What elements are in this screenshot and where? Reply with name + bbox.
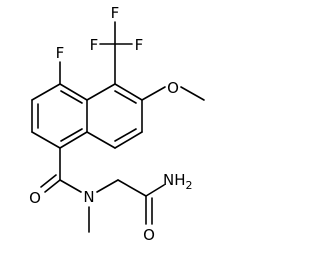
double-bond-c4a-c4: [60, 90, 83, 104]
fluoro-substituent: F: [56, 44, 65, 85]
double-bond-c5-c6: [114, 90, 137, 104]
atom-o-methoxy: O: [167, 79, 179, 97]
bond-c8-c8a: [86, 131, 116, 149]
double-bond-c1-c8a: [60, 128, 83, 142]
atom-nh2: NH2: [163, 171, 193, 192]
naphthalene-right-ring: [86, 83, 143, 149]
atom-o-amide: O: [29, 189, 41, 207]
atom-f-cf3-left: F: [90, 36, 99, 54]
bond-c4a-c5: [86, 83, 116, 101]
bond-ccarbonyl-o: [44, 179, 61, 193]
trifluoromethyl-group: F F F: [90, 4, 144, 85]
atom-n-amide: N: [83, 188, 94, 206]
bond-c4-c3: [31, 83, 61, 101]
atom-nh2-subscript: 2: [186, 179, 193, 192]
chemical-structure-diagram: F F F F O O N NH2 O: [29, 4, 205, 244]
bond-c5-c6: [114, 83, 143, 101]
bond-n-ch2: [96, 179, 119, 193]
atom-f-aryl: F: [56, 44, 65, 62]
amide-linkage: O N: [29, 147, 95, 233]
glycinamide-chain: NH2 O: [96, 171, 193, 244]
bond-c7-c8: [114, 131, 143, 149]
bond-camide-nh2: [145, 184, 165, 197]
bond-c4a-c4: [59, 83, 88, 101]
atom-f-cf3-right: F: [135, 36, 144, 54]
bond-c1-c8a: [59, 131, 88, 149]
double-bond-ccarbonyl-o: [40, 174, 57, 188]
bond-c6-o: [141, 86, 166, 101]
bond-c2-c1: [31, 131, 61, 149]
bond-ccarbonyl-n: [59, 179, 82, 193]
atom-nh2-main: NH: [163, 171, 186, 189]
methoxy-group: O: [141, 79, 205, 101]
naphthalene-left-ring: [31, 83, 88, 149]
bond-o-ch3: [180, 86, 205, 101]
bond-ch2-camide: [117, 179, 147, 197]
atom-f-cf3-top: F: [111, 4, 120, 22]
double-bond-c7-c8: [114, 128, 137, 142]
atom-o-terminal: O: [143, 226, 155, 244]
